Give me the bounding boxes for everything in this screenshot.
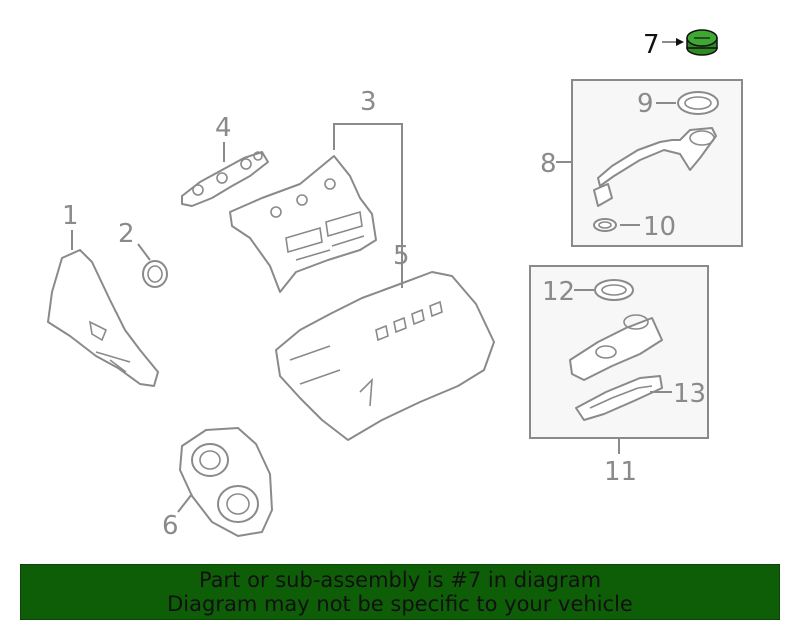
leader-2 [137, 243, 151, 261]
part-3-valve-cover[interactable] [229, 155, 377, 293]
callout-13[interactable]: 13 [673, 379, 706, 409]
leader-3 [333, 123, 403, 280]
callout-3[interactable]: 3 [360, 87, 377, 117]
callout-9[interactable]: 9 [637, 89, 654, 119]
banner-line-1: Part or sub-assembly is #7 in diagram [198, 568, 602, 592]
part-2-seal[interactable] [142, 260, 168, 288]
callout-2[interactable]: 2 [118, 219, 135, 249]
callout-7[interactable]: 7 [643, 30, 660, 60]
callout-12[interactable]: 12 [542, 277, 575, 307]
banner-line-2: Diagram may not be specific to your vehi… [167, 592, 633, 616]
part-4-harness[interactable] [181, 151, 269, 207]
part-11-separator[interactable] [569, 314, 663, 381]
part-5-valve-cover[interactable] [275, 271, 495, 441]
callout-10[interactable]: 10 [643, 212, 676, 242]
notice-banner: Part or sub-assembly is #7 in diagram Di… [20, 564, 780, 620]
part-10-o-ring[interactable] [593, 218, 617, 232]
leader-6 [177, 493, 193, 513]
callout-6[interactable]: 6 [162, 511, 179, 541]
parts-diagram: 1 2 4 3 5 6 [47, 29, 743, 541]
part-1-timing-cover[interactable] [47, 249, 159, 387]
callout-8[interactable]: 8 [540, 149, 557, 179]
arrowhead-7 [676, 38, 684, 46]
callout-4[interactable]: 4 [215, 113, 232, 143]
part-6-cam-cover[interactable] [179, 427, 273, 537]
part-12-seal[interactable] [594, 279, 634, 301]
part-8-filler-tube[interactable] [593, 127, 717, 207]
callout-5[interactable]: 5 [393, 241, 410, 271]
part-13-gasket[interactable] [575, 375, 663, 421]
part-9-seal[interactable] [677, 91, 719, 115]
callout-1[interactable]: 1 [62, 201, 79, 231]
callout-11[interactable]: 11 [604, 457, 637, 487]
part-7-oil-filler-cap[interactable] [686, 29, 718, 56]
